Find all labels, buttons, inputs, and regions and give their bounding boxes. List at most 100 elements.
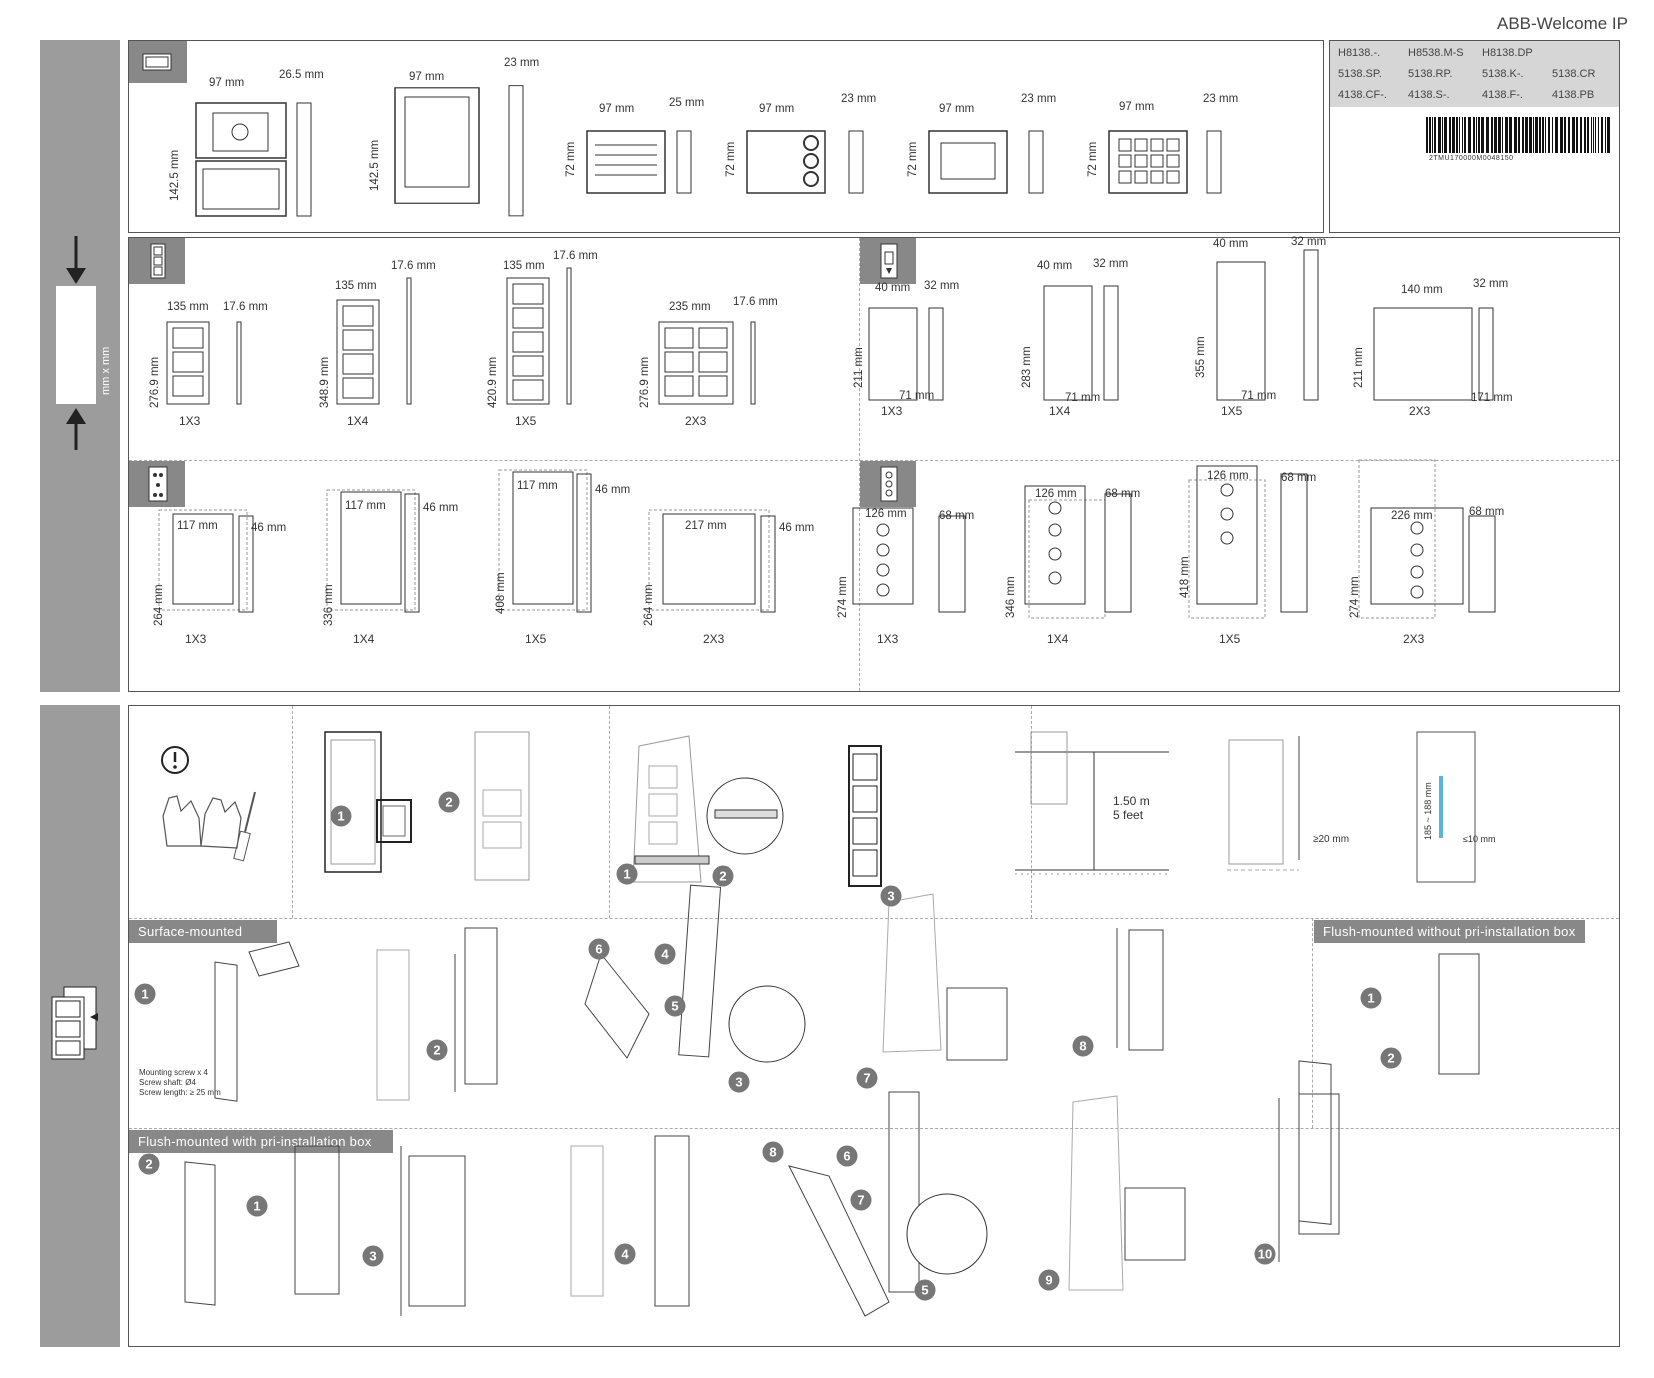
frames-category-tag [129, 238, 185, 284]
barcode-bar [1584, 117, 1586, 153]
rain-depth: 32 mm [1093, 258, 1129, 270]
flush-box-depth: 46 mm [595, 484, 631, 496]
frame-width: 135 mm [335, 280, 377, 292]
module-width: 97 mm [1119, 101, 1155, 113]
step-number-badge [616, 863, 638, 885]
step-number: 6 [595, 942, 602, 957]
barcode-bar [1533, 117, 1534, 153]
step-number-badge [880, 885, 902, 907]
barcode-bar [1438, 117, 1441, 153]
barcode-bar [1464, 117, 1466, 153]
rain-depth: 32 mm [924, 280, 960, 292]
module-width: 97 mm [409, 71, 445, 83]
rain-bottom: 71 mm [899, 390, 935, 402]
frame-height: 348.9 mm [319, 356, 331, 408]
module-depth: 26.5 mm [279, 69, 324, 81]
step-number: 1 [1367, 991, 1374, 1006]
step-number-badge [762, 1141, 784, 1163]
step-number: 3 [887, 889, 894, 904]
installation-panel: Surface-mounted Flush-mounted without pr… [128, 705, 1620, 1347]
step-number: 1 [337, 809, 344, 824]
barcode-bar [1564, 117, 1566, 153]
barcode-bar [1591, 117, 1592, 153]
step-number: 2 [433, 1043, 440, 1058]
flush-box-size-label: 1X4 [353, 632, 375, 646]
product-code: 4138.S-. [1408, 89, 1450, 101]
barcode-bar [1580, 117, 1582, 153]
frame-size-label: 1X4 [347, 414, 369, 428]
brand-title: ABB-Welcome IP [1496, 14, 1628, 33]
module-depth: 23 mm [841, 93, 877, 105]
rain-size-label: 1X3 [881, 404, 903, 418]
step-number-badge [1038, 1269, 1060, 1291]
frame-width: 135 mm [503, 260, 545, 272]
barcode-bar [1576, 117, 1578, 153]
dimension-arrows-icon [56, 236, 96, 450]
dimensions-panel: 135 mm 17.6 mm 276.9 mm 1X3 135 mm 17.6 … [128, 236, 1620, 692]
barcode-bar [1593, 117, 1594, 153]
frame-depth: 17.6 mm [553, 250, 598, 262]
rain-cover-category-tag [860, 238, 916, 284]
step-number: 2 [445, 795, 452, 810]
step-number-badge [654, 943, 676, 965]
step-number: 8 [769, 1145, 776, 1160]
cutout-width: 226 mm [1391, 510, 1433, 522]
barcode-bar [1509, 117, 1512, 153]
barcode-bar [1542, 117, 1544, 153]
barcode-bar [1595, 117, 1596, 153]
step-number: 2 [1387, 1051, 1394, 1066]
cable-strip-label: ≤10 mm [1463, 834, 1496, 844]
cutout-depth: 68 mm [1105, 488, 1141, 500]
panel-assembly-icon [51, 986, 98, 1060]
step-number: 2 [719, 869, 726, 884]
frame-height: 420.9 mm [487, 356, 499, 408]
barcode-bar [1456, 117, 1458, 153]
product-codes-table [1330, 41, 1619, 107]
module-depth: 25 mm [669, 97, 705, 109]
step-number-badge [836, 1145, 858, 1167]
module-depth: 23 mm [504, 57, 540, 69]
rain-depth: 32 mm [1473, 278, 1509, 290]
rain-width: 40 mm [1037, 260, 1073, 272]
barcode-number: 2TMU170000M0048150 [1428, 155, 1515, 162]
barcode-bar [1476, 117, 1477, 153]
step-number: 3 [735, 1075, 742, 1090]
barcode-bar [1545, 117, 1546, 153]
flush-box-icon [148, 466, 168, 502]
barcode-bar [1486, 117, 1489, 153]
rain-height: 283 mm [1021, 346, 1033, 388]
flush-without-box-title: Flush-mounted without pri-installation b… [1314, 920, 1585, 943]
mount-height-feet: 5 feet [1113, 808, 1144, 822]
step-number-badge [438, 791, 460, 813]
step-number-badge [134, 983, 156, 1005]
frame-icon [150, 243, 166, 279]
step-number-badge [914, 1279, 936, 1301]
cutout-height: 346 mm [1005, 576, 1017, 618]
product-code: 4138.CF-. [1338, 89, 1387, 101]
frame-height: 276.9 mm [639, 356, 651, 408]
barcode-bar [1498, 117, 1501, 153]
step-number: 6 [843, 1149, 850, 1164]
cutout-icon [880, 466, 898, 502]
screw-count: Mounting screw x 4 [139, 1068, 208, 1077]
frame-depth: 17.6 mm [391, 260, 436, 272]
step-number-badge [330, 805, 352, 827]
module-width: 97 mm [759, 103, 795, 115]
barcode-bar [1442, 117, 1443, 153]
barcode-bar [1494, 117, 1497, 153]
sidebar-installation [40, 705, 120, 1347]
cutout-height: 274 mm [1349, 576, 1361, 618]
step-number: 4 [661, 947, 669, 962]
barcode-bar [1432, 117, 1433, 153]
barcode-bar [1605, 117, 1606, 153]
step-number-badge [362, 1245, 384, 1267]
step-number: 10 [1258, 1247, 1272, 1262]
rain-depth: 32 mm [1291, 236, 1327, 248]
barcode-bar [1525, 117, 1528, 153]
step-number: 8 [1079, 1039, 1086, 1054]
cutout-size-label: 1X5 [1219, 632, 1241, 646]
cable-range-label: 185 ~ 188 mm [1423, 782, 1433, 840]
barcode-bar [1452, 117, 1455, 153]
step-number-badge [588, 938, 610, 960]
step-number: 4 [621, 1247, 629, 1262]
